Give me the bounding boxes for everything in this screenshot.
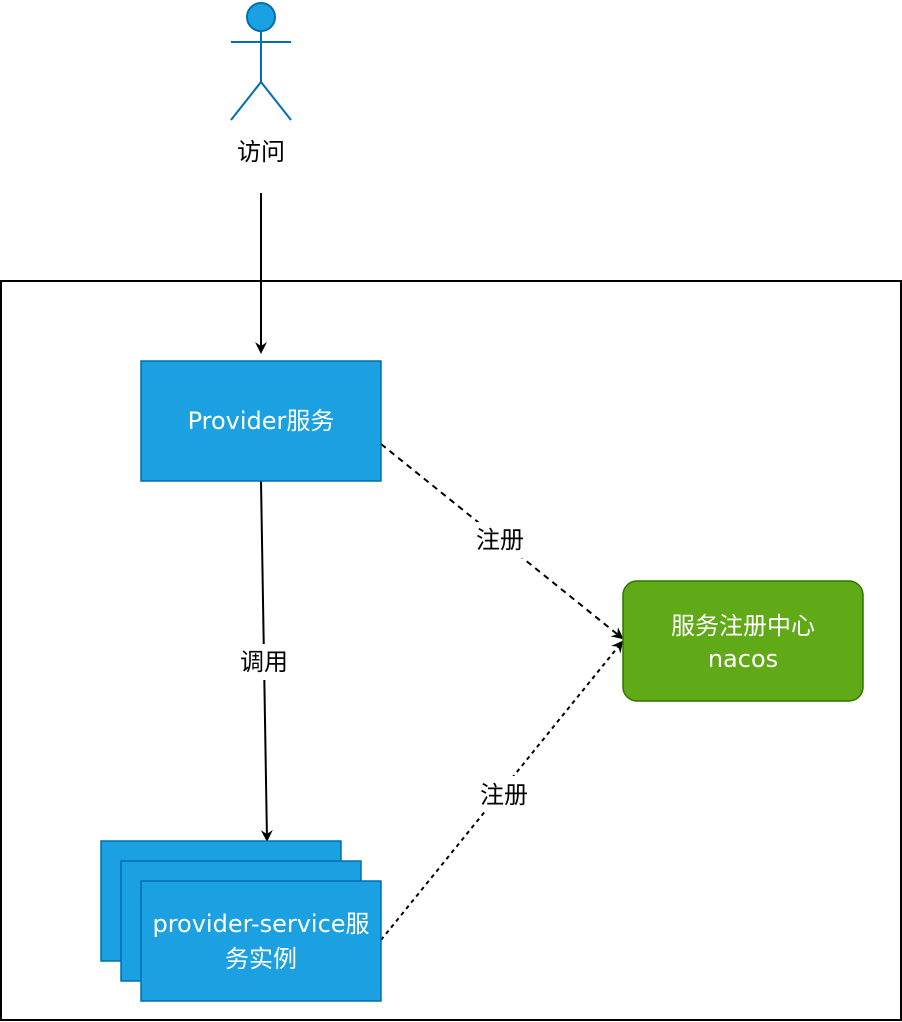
instances-node-line2: 务实例 — [225, 945, 297, 973]
edge-label-register-2: 注册 — [480, 781, 528, 809]
edge-label-bg-register-1 — [470, 522, 530, 558]
provider-node-label: Provider服务 — [188, 407, 335, 435]
actor-right-leg — [260, 81, 292, 121]
registry-node-box — [622, 580, 864, 702]
instances-node[interactable]: provider-service服 务实例 — [100, 840, 382, 1002]
edge-label-call: 调用 — [240, 648, 288, 676]
registry-node-line1: 服务注册中心 — [671, 612, 815, 640]
actor-head — [246, 2, 276, 32]
actor-label: 访问 — [237, 138, 285, 166]
actor-left-leg — [230, 81, 262, 121]
edge-label-register-1: 注册 — [476, 526, 524, 554]
instances-node-line1: provider-service服 — [152, 910, 369, 938]
provider-node-box — [140, 360, 382, 482]
edge-label-bg-register-2 — [474, 776, 534, 812]
edge-label-bg-call — [232, 644, 292, 680]
instance-box-front — [140, 880, 382, 1002]
system-boundary — [0, 280, 902, 1021]
provider-service-node[interactable]: Provider服务 — [140, 360, 382, 482]
registry-node[interactable]: 服务注册中心 nacos — [622, 580, 864, 702]
user-actor: 访问 — [230, 2, 292, 166]
registry-node-line2: nacos — [708, 645, 778, 673]
